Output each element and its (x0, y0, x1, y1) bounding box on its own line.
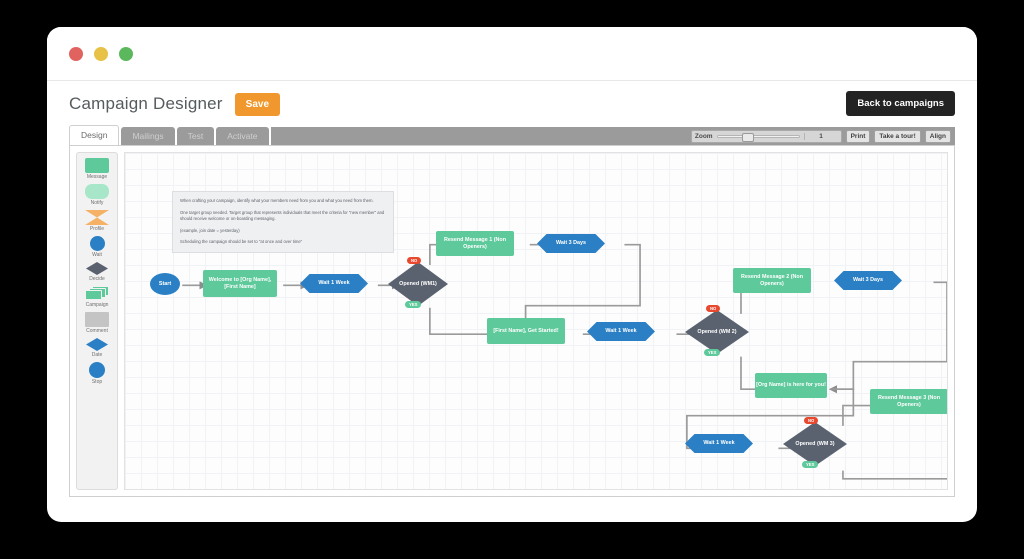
node-wait-3-days-b[interactable]: Wait 3 Days (834, 271, 902, 290)
node-wait-1-week-a[interactable]: Wait 1 Week (300, 274, 368, 293)
message-shape-icon (85, 158, 109, 173)
flowchart-canvas[interactable]: When crafting your campaign, identify wh… (124, 152, 948, 490)
node-wait-3-days-a[interactable]: Wait 3 Days (537, 234, 605, 253)
minimize-icon[interactable] (94, 46, 108, 61)
palette-label-message: Message (86, 174, 108, 180)
palette-label-comment: Comment (86, 328, 108, 334)
comment-line-2: One target group needed. Target group th… (180, 209, 385, 222)
palette-label-campaign: Campaign (85, 302, 109, 308)
save-button[interactable]: Save (234, 92, 281, 116)
print-button[interactable]: Print (845, 129, 871, 143)
badge-no-wm3[interactable]: NO (804, 417, 819, 424)
node-welcome-message[interactable]: Welcome to [Org Name], [First Name] (203, 270, 277, 297)
palette-item-stop[interactable]: Stop (77, 362, 117, 387)
palette-item-notify[interactable]: Notify (77, 184, 117, 208)
close-icon[interactable] (69, 46, 83, 61)
node-resend-message-1[interactable]: Resend Message 1 (Non Openers) (436, 231, 514, 256)
badge-no-wm2[interactable]: NO (706, 305, 721, 312)
profile-shape-icon (85, 210, 109, 225)
back-to-campaigns-button[interactable]: Back to campaigns (846, 91, 955, 116)
comment-line-4: Scheduling the campaign should be set to… (180, 239, 303, 244)
date-shape-icon (86, 338, 108, 351)
palette-item-message[interactable]: Message (77, 158, 117, 182)
palette-label-profile: Profile (89, 226, 105, 232)
take-a-tour-button[interactable]: Take a tour! (874, 129, 921, 143)
browser-window: Campaign Designer Save Back to campaigns… (47, 27, 977, 522)
zoom-value: 1 (803, 132, 838, 140)
palette-label-stop: Stop (91, 379, 103, 385)
decide-shape-icon (86, 262, 108, 275)
shape-palette: Message Notify Profile Wait Decide Campa… (76, 152, 118, 490)
palette-label-decide: Decide (89, 276, 105, 282)
window-titlebar (47, 27, 977, 81)
comment-note[interactable]: When crafting your campaign, identify wh… (172, 191, 394, 253)
campaign-shape-icon (85, 286, 109, 301)
notify-shape-icon (85, 184, 109, 199)
palette-item-date[interactable]: Date (77, 338, 117, 360)
node-resend-message-3[interactable]: Resend Message 3 (Non Openers) (870, 389, 947, 414)
tab-activate[interactable]: Activate (216, 127, 269, 145)
node-start[interactable]: Start (150, 273, 180, 295)
palette-label-notify: Notify (90, 200, 104, 206)
wait-shape-icon (89, 236, 105, 251)
comment-line-1: When crafting your campaign, identify wh… (180, 198, 374, 203)
canvas-toolbar: Zoom 1 Print Take a tour! Align (686, 127, 955, 145)
comment-shape-icon (85, 312, 109, 327)
stop-shape-icon (89, 362, 105, 378)
palette-item-campaign[interactable]: Campaign (77, 286, 117, 310)
page-header: Campaign Designer Save Back to campaigns (47, 81, 977, 127)
palette-item-comment[interactable]: Comment (77, 312, 117, 336)
palette-label-date: Date (91, 352, 103, 358)
tab-design[interactable]: Design (69, 125, 120, 145)
palette-item-decide[interactable]: Decide (77, 262, 117, 284)
zoom-control[interactable]: Zoom 1 (690, 129, 842, 143)
designer-panel: Message Notify Profile Wait Decide Campa… (69, 145, 955, 497)
node-resend-message-2[interactable]: Resend Message 2 (Non Openers) (733, 268, 811, 293)
node-wait-1-week-b[interactable]: Wait 1 Week (587, 322, 655, 341)
palette-item-wait[interactable]: Wait (77, 236, 117, 260)
badge-no-wm1[interactable]: NO (407, 257, 422, 264)
comment-line-3: (example, join date = yesterday) (180, 227, 240, 233)
badge-yes-wm2[interactable]: YES (704, 349, 721, 356)
node-get-started-message[interactable]: [First Name], Get Started! (487, 318, 565, 344)
page-title: Campaign Designer (69, 94, 223, 113)
node-here-for-you-message[interactable]: [Org Name] is here for you! (755, 373, 827, 398)
badge-yes-wm1[interactable]: YES (405, 301, 422, 308)
zoom-label: Zoom (694, 132, 713, 140)
tab-test[interactable]: Test (176, 127, 215, 145)
badge-yes-wm3[interactable]: YES (802, 461, 819, 468)
zoom-slider[interactable] (716, 132, 800, 142)
tab-mailings[interactable]: Mailings (121, 127, 175, 145)
zoom-slider-thumb[interactable] (741, 132, 754, 142)
palette-label-wait: Wait (92, 252, 102, 258)
align-button[interactable]: Align (924, 129, 951, 143)
node-wait-1-week-c[interactable]: Wait 1 Week (685, 434, 753, 453)
maximize-icon[interactable] (119, 46, 133, 61)
palette-item-profile[interactable]: Profile (77, 210, 117, 234)
tab-bar: Design Mailings Test Activate Zoom 1 Pri… (69, 125, 955, 145)
